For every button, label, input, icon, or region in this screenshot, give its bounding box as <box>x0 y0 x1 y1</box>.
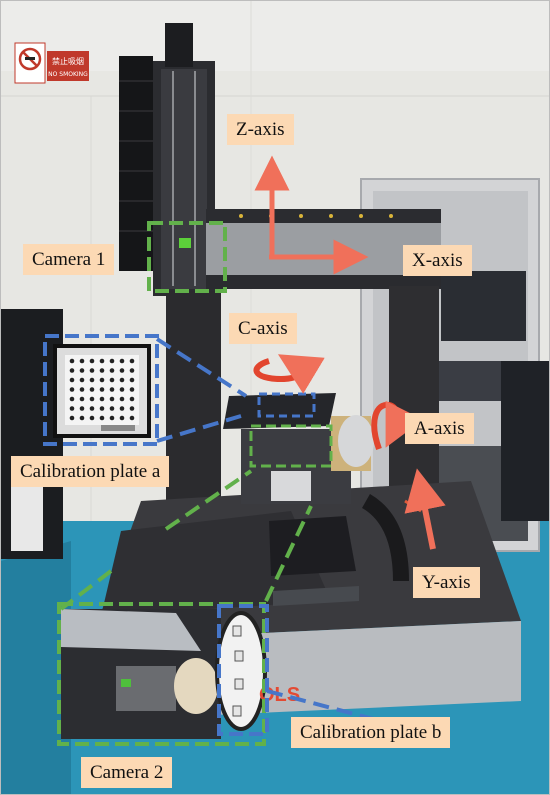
a-axis-label: A-axis <box>405 413 474 444</box>
camera-1-highlight-box <box>147 221 227 293</box>
calibration-dot <box>79 368 85 373</box>
calibration-dot <box>109 368 115 373</box>
calibration-dot <box>79 358 85 364</box>
calibration-dot <box>79 396 85 402</box>
calibration-dot <box>129 387 135 392</box>
calibration-dot <box>129 396 135 402</box>
calibration-plate-a-label: Calibration plate a <box>11 456 170 487</box>
stage-highlight-box <box>249 424 333 468</box>
no-smoking-text-en: NO SMOKING <box>48 71 88 78</box>
camera-2-sightline <box>164 469 253 531</box>
calibration-dot <box>89 415 95 421</box>
calibration-dot <box>109 387 115 392</box>
calibration-dot <box>69 358 75 364</box>
calibration-dot <box>69 368 75 373</box>
calibration-plate-a-inset <box>53 344 151 438</box>
calibration-dot <box>99 406 105 411</box>
x-gantry-beam <box>206 209 441 289</box>
camera-1-label: Camera 1 <box>23 244 115 275</box>
calibration-dot <box>89 396 95 402</box>
calibration-dot <box>109 377 115 383</box>
calibration-dot <box>119 377 125 383</box>
camera-2-label: Camera 2 <box>81 757 173 788</box>
calibration-dot <box>99 368 105 373</box>
calibration-dot <box>109 415 115 421</box>
calibration-dot <box>99 415 105 421</box>
a-axis-rotation-arrow <box>371 400 424 451</box>
x-axis-label: X-axis <box>403 245 472 276</box>
calibration-dot <box>99 377 105 383</box>
calibration-dot <box>79 415 85 421</box>
rotary-stage <box>223 393 374 504</box>
calibration-dot <box>89 377 95 383</box>
calibration-dot <box>119 387 125 392</box>
z-column <box>119 23 215 296</box>
camera-2-highlight-box <box>57 602 266 746</box>
calibration-dot <box>89 358 95 364</box>
calibration-plate-b-disk <box>215 611 267 731</box>
calibration-dot <box>69 396 75 402</box>
calibration-dot <box>109 358 115 364</box>
no-smoking-text-cn: 禁止吸烟 <box>52 56 84 66</box>
c-axis-rotation-arrow <box>253 354 325 394</box>
calibration-dot <box>119 396 125 402</box>
plate-a-callout-line <box>155 337 248 398</box>
no-smoking-icon <box>18 47 42 71</box>
calibration-dot <box>99 358 105 364</box>
calibration-dot <box>79 406 85 411</box>
calibration-dot <box>89 368 95 373</box>
calibration-dot <box>129 377 135 383</box>
cable-chain-right <box>361 494 409 582</box>
calibration-dot <box>89 406 95 411</box>
calibration-dot <box>109 406 115 411</box>
calibration-plate-b-label: Calibration plate b <box>291 717 451 748</box>
calibration-dot <box>129 368 135 373</box>
calibration-dot <box>99 396 105 402</box>
granite-pillar-left <box>166 291 221 521</box>
calibration-dot <box>119 358 125 364</box>
calibration-dot <box>109 396 115 402</box>
calibration-dot <box>99 387 105 392</box>
calibration-dot <box>69 406 75 411</box>
calibration-dot <box>69 387 75 392</box>
z-axis-label: Z-axis <box>227 114 294 145</box>
calibration-dot <box>69 377 75 383</box>
calibration-dot <box>129 415 135 421</box>
calibration-dot <box>89 387 95 392</box>
ceiling-panel <box>1 1 549 71</box>
calibration-dot <box>119 406 125 411</box>
calibration-dot-grid-icon <box>69 358 135 421</box>
calibration-dot <box>129 406 135 411</box>
calibration-dot <box>79 387 85 392</box>
calibration-dot <box>69 415 75 421</box>
calibration-dot <box>119 415 125 421</box>
y-axis-label: Y-axis <box>413 567 480 598</box>
c-axis-label: C-axis <box>229 313 297 344</box>
calibration-plate-b-highlight-box <box>217 604 269 736</box>
no-smoking-sign: 禁止吸烟 NO SMOKING <box>14 42 89 84</box>
calibration-plate-a-highlight-box <box>43 334 159 446</box>
y-axis-arrow <box>404 468 446 550</box>
plate-b-callout-line <box>266 689 382 723</box>
calibration-dot <box>79 377 85 383</box>
y-slide <box>269 516 356 576</box>
calibration-dot <box>119 368 125 373</box>
camera-2-assembly <box>61 609 221 739</box>
calibration-dot <box>129 358 135 364</box>
